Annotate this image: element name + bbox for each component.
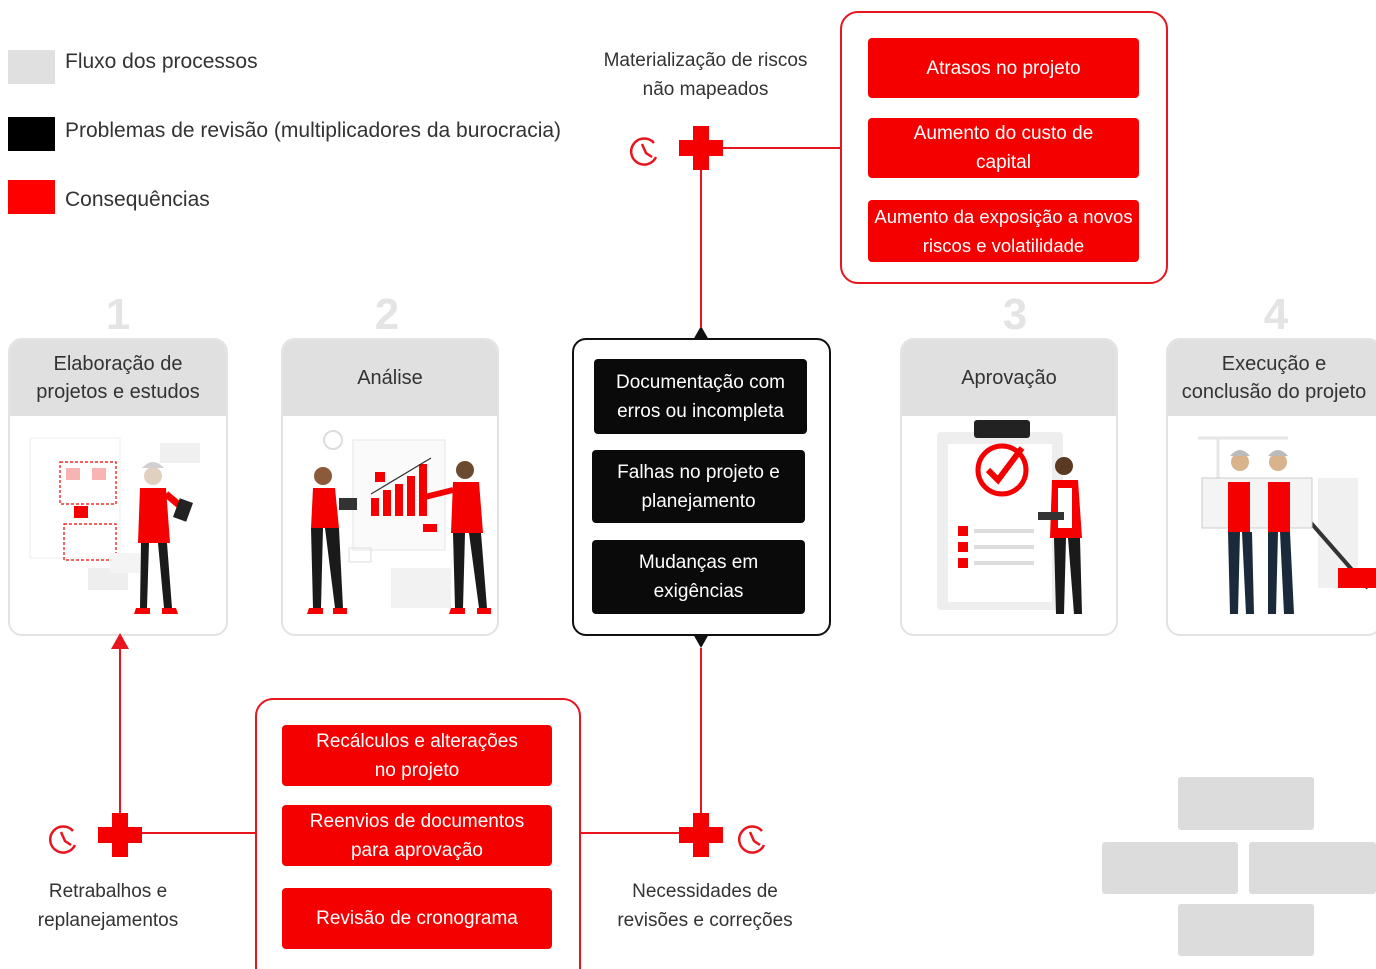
connector-left-vertical (119, 648, 121, 834)
decorative-brick (1102, 842, 1238, 894)
step-number-2: 2 (374, 290, 400, 339)
connector-bottom-left (120, 832, 255, 834)
caption-revisions: Necessidades de revisões e correções (617, 881, 793, 931)
decorative-brick (1178, 904, 1314, 956)
arrow-up-red-icon (111, 633, 129, 649)
connector-center-bottom (700, 648, 702, 834)
consequence-risk-exposure: Aumento da exposição a novos riscos e vo… (868, 200, 1139, 262)
consequence-delays: Atrasos no projeto (868, 38, 1139, 98)
step-card-2: Análise (281, 338, 499, 636)
clock-icon (629, 137, 658, 166)
caption-rework: Retrabalhos e replanejamentos (37, 881, 179, 931)
connector-bottom-right (581, 832, 701, 834)
plus-icon (679, 126, 723, 170)
legend-label-problems: Problemas de revisão (multiplicadores da… (65, 119, 562, 142)
problem-box-documentation: Documentação com erros ou incompleta (594, 359, 807, 434)
legend-swatch-consequences (8, 180, 55, 214)
step-title-4: Execução e conclusão do projeto (1168, 340, 1376, 416)
clock-icon (48, 825, 77, 854)
caption-unmapped-risks: Materialização de riscos não mapeados (603, 50, 808, 100)
consequence-recalculations: Recálculos e alterações no projeto (282, 725, 552, 786)
consequence-schedule-review: Revisão de cronograma (282, 888, 552, 949)
step-title-2: Análise (283, 340, 497, 416)
problem-box-planning: Falhas no projeto e planejamento (592, 450, 805, 523)
connector-top-horizontal (700, 147, 840, 149)
plus-icon (679, 813, 723, 857)
step-card-4: Execução e conclusão do projeto (1166, 338, 1376, 636)
decorative-brick (1178, 777, 1314, 830)
legend-swatch-problems (8, 117, 55, 151)
step-title-3: Aprovação (902, 340, 1116, 416)
legend-label-consequences: Consequências (65, 188, 210, 211)
legend-label-flow: Fluxo dos processos (65, 50, 258, 73)
arrow-up-icon (693, 326, 709, 340)
step-card-1: Elaboração de projetos e estudos (8, 338, 228, 636)
step-title-1: Elaboração de projetos e estudos (10, 340, 226, 416)
decorative-brick (1249, 842, 1376, 894)
clock-icon (737, 825, 766, 854)
step-number-1: 1 (105, 290, 131, 339)
arrow-down-icon (693, 634, 709, 648)
construction-illustration (1168, 418, 1376, 634)
legend-swatch-flow (8, 50, 55, 84)
problem-box-requirements: Mudanças em exigências (592, 540, 805, 614)
step-number-3: 3 (1002, 290, 1028, 339)
consequence-resubmissions: Reenvios de documentos para aprovação (282, 805, 552, 866)
step-card-3: Aprovação (900, 338, 1118, 636)
approval-illustration (902, 418, 1116, 634)
consequence-capital-cost: Aumento do custo de capital (868, 118, 1139, 178)
analysis-illustration (283, 418, 497, 634)
connector-center-top (700, 150, 702, 328)
step-number-4: 4 (1263, 290, 1289, 339)
plus-icon (98, 813, 142, 857)
engineer-illustration (10, 418, 226, 634)
